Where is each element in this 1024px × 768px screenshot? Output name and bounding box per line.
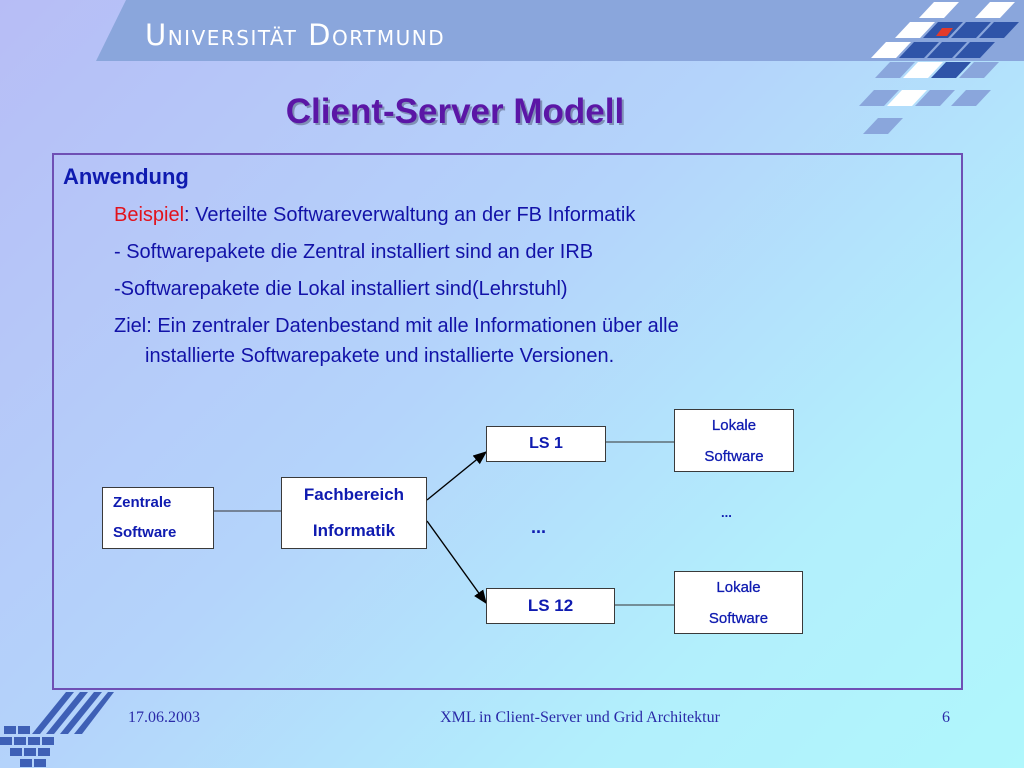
node-label: Software bbox=[113, 524, 177, 541]
node-label: Software bbox=[704, 447, 764, 465]
example-text: : Verteilte Softwareverwaltung an der FB… bbox=[184, 204, 636, 226]
node-label: Zentrale bbox=[113, 494, 172, 511]
university-name: Universität Dortmund bbox=[145, 18, 446, 52]
node-fachbereich-informatik: Fachbereich Informatik bbox=[281, 477, 427, 549]
node-label: Lokale bbox=[716, 578, 761, 596]
bullet-goal: Ziel: Ein zentraler Datenbestand mit all… bbox=[114, 315, 679, 337]
bullet-goal-continuation: installierte Softwarepakete und installi… bbox=[145, 345, 615, 367]
node-label: Lokale bbox=[711, 416, 757, 434]
content-box bbox=[52, 153, 963, 690]
example-label: Beispiel bbox=[114, 204, 185, 226]
bullet-local-packages: -Softwarepakete die Lokal installiert si… bbox=[114, 278, 568, 300]
node-local-software-1: Lokale Software bbox=[674, 409, 794, 472]
header-band bbox=[96, 0, 1024, 61]
ellipsis-right: ... bbox=[721, 505, 732, 520]
node-ls12: LS 12 bbox=[486, 588, 615, 624]
footer-title: XML in Client-Server und Grid Architektu… bbox=[440, 709, 720, 726]
node-local-software-2: Lokale Software bbox=[674, 571, 803, 634]
footer-date: 17.06.2003 bbox=[128, 709, 200, 726]
node-label: LS 1 bbox=[529, 435, 563, 452]
bullet-example: Beispiel: Verteilte Softwareverwaltung a… bbox=[114, 204, 635, 227]
node-label: Software bbox=[708, 609, 769, 627]
section-heading: Anwendung bbox=[63, 164, 189, 189]
ellipsis-middle: ... bbox=[531, 517, 547, 537]
university-logo-small-icon bbox=[0, 692, 114, 767]
bullet-central-packages: - Softwarepakete die Zentral installiert… bbox=[114, 241, 594, 263]
node-label: LS 12 bbox=[527, 596, 574, 615]
node-central-software: Zentrale Software bbox=[102, 487, 214, 549]
node-ls1: LS 1 bbox=[486, 426, 606, 462]
slide-title: Client-Server Modell bbox=[285, 92, 625, 131]
university-logo-icon bbox=[859, 2, 1023, 134]
node-label: Fachbereich bbox=[303, 485, 405, 504]
node-label: Informatik bbox=[312, 521, 396, 540]
footer-page-number: 6 bbox=[942, 709, 950, 726]
